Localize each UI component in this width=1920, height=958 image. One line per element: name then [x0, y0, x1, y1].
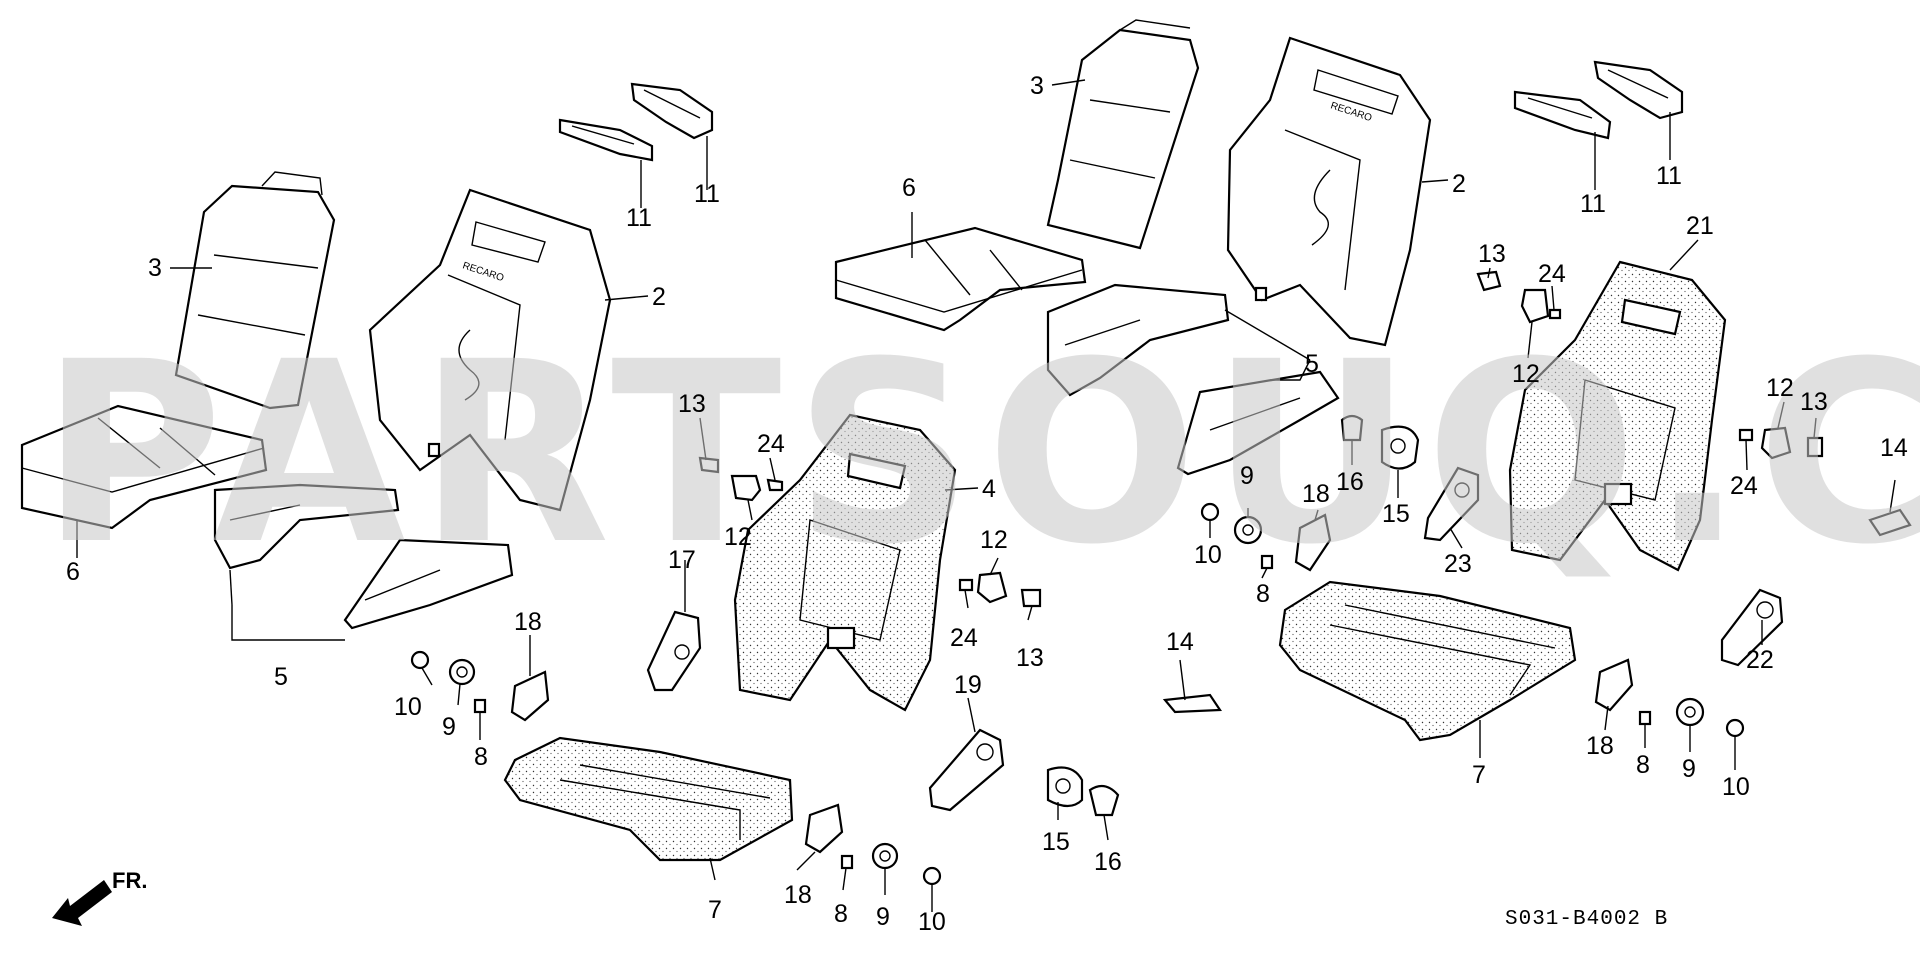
side-bolster-left-a — [213, 483, 400, 570]
cap-16-left — [1088, 784, 1120, 817]
callout-label: 22 — [1746, 646, 1774, 674]
callout-label: 8 — [474, 743, 488, 771]
callout-label: 11 — [1656, 162, 1682, 190]
side-bolster-right-a — [1046, 283, 1230, 397]
callout-label: 24 — [1538, 260, 1566, 288]
callout-label: 9 — [876, 903, 890, 931]
callout-label: 13 — [1478, 240, 1506, 268]
callout-label: 3 — [1030, 72, 1044, 100]
watermark-text: PARTSOUQ.COM — [40, 308, 1920, 599]
callout-label: 10 — [1194, 541, 1222, 569]
callout-label: 11 — [694, 180, 720, 208]
callout-label: 18 — [1302, 480, 1330, 508]
seat-cushion-frame-right — [1278, 580, 1577, 742]
callout-label: 6 — [902, 174, 916, 202]
callout-label: 23 — [1444, 550, 1472, 578]
callout-label: 9 — [1682, 755, 1696, 783]
callout-label: 11 — [626, 204, 652, 232]
callout-label: 12 — [724, 523, 752, 551]
callout-label: 18 — [514, 608, 542, 636]
bracket-14-right — [1868, 508, 1912, 537]
callout-label: 4 — [982, 475, 996, 503]
knob-15-left — [1046, 766, 1084, 808]
seat-back-frame-left — [733, 413, 957, 712]
hardware-cluster-right-mid — [1200, 502, 1274, 570]
recliner-cover-left — [646, 610, 702, 692]
callout-label: 24 — [950, 624, 978, 652]
armrest-cover-left-a — [558, 118, 654, 162]
armrest-cover-right-b — [1593, 60, 1684, 120]
callout-label: 10 — [918, 908, 946, 936]
callout-label: 8 — [1636, 751, 1650, 779]
callout-label: 7 — [708, 896, 722, 924]
callout-label: 24 — [757, 430, 785, 458]
callout-label: 6 — [66, 558, 80, 586]
recliner-bracket-22 — [1720, 588, 1784, 667]
callout-label: 5 — [1305, 350, 1319, 378]
callout-label: 8 — [834, 900, 848, 928]
front-direction-label: FR. — [112, 868, 147, 893]
callout-labels: 3 6 2 11 11 5 13 24 12 4 17 12 24 13 10 … — [66, 72, 1908, 936]
callout-label: 11 — [1580, 190, 1606, 218]
callout-label: 21 — [1686, 212, 1714, 240]
hardware-cluster-left — [410, 650, 550, 722]
callout-label: 19 — [954, 671, 982, 699]
knob-clip-left-a — [698, 456, 784, 502]
callout-label: 8 — [1256, 580, 1270, 608]
callout-label: 12 — [1766, 374, 1794, 402]
seat-cushion-frame-left — [503, 736, 794, 862]
seat-back-pad-left — [174, 171, 336, 410]
callout-label: 13 — [1016, 644, 1044, 672]
front-direction-arrow-icon — [52, 880, 112, 926]
knob-clip-right-b — [1738, 426, 1824, 460]
callout-label: 16 — [1336, 468, 1364, 496]
callout-label: 15 — [1042, 828, 1070, 856]
cap-16-right — [1340, 414, 1364, 442]
seat-back-cover-right: RECARO — [1226, 36, 1432, 347]
callout-label: 18 — [1586, 732, 1614, 760]
knob-15-right — [1380, 425, 1420, 470]
side-bolster-right-b — [1176, 370, 1340, 476]
callout-label: 7 — [1472, 761, 1486, 789]
side-bolster-left-b — [343, 538, 514, 630]
callout-label: 9 — [1240, 462, 1254, 490]
knob-clip-left-b — [958, 571, 1042, 608]
leader-lines — [76, 79, 1896, 912]
seat-back-frame-right — [1508, 260, 1727, 572]
callout-label: 17 — [668, 546, 696, 574]
hardware-cluster-bottom-left — [804, 803, 942, 886]
callout-label: 16 — [1094, 848, 1122, 876]
callout-label: 12 — [980, 526, 1008, 554]
callout-label: 13 — [1800, 388, 1828, 416]
seat-cushion-pad-right — [834, 226, 1087, 332]
seat-cushion-pad-left — [20, 404, 268, 530]
diagram-code: S031-B4002 B — [1505, 908, 1668, 931]
armrest-cover-right-a — [1513, 90, 1612, 140]
callout-label: 2 — [652, 283, 666, 311]
cover-18-right-mid — [1294, 513, 1332, 572]
callout-label: 24 — [1730, 472, 1758, 500]
callout-label: 5 — [274, 663, 288, 691]
callout-label: 10 — [394, 693, 422, 721]
callout-label: 2 — [1452, 170, 1466, 198]
knob-clip-right-a — [1476, 270, 1562, 324]
callout-label: 12 — [1512, 360, 1540, 388]
bracket-14-left — [1162, 693, 1222, 714]
callout-label: 15 — [1382, 500, 1410, 528]
callout-label: 18 — [784, 881, 812, 909]
callout-label: 3 — [148, 254, 162, 282]
recliner-cover-23 — [1423, 466, 1480, 542]
callout-label: 14 — [1880, 434, 1908, 462]
armrest-cover-left-b — [630, 82, 714, 140]
recliner-bracket-left — [928, 728, 1005, 812]
hardware-cluster-bottom-right — [1594, 658, 1745, 738]
callout-label: 14 — [1166, 628, 1194, 656]
seat-back-pad-right — [1046, 19, 1200, 250]
callout-label: 9 — [442, 713, 456, 741]
seat-back-cover-left: RECARO — [368, 188, 612, 512]
callout-label: 10 — [1722, 773, 1750, 801]
callout-label: 13 — [678, 390, 706, 418]
